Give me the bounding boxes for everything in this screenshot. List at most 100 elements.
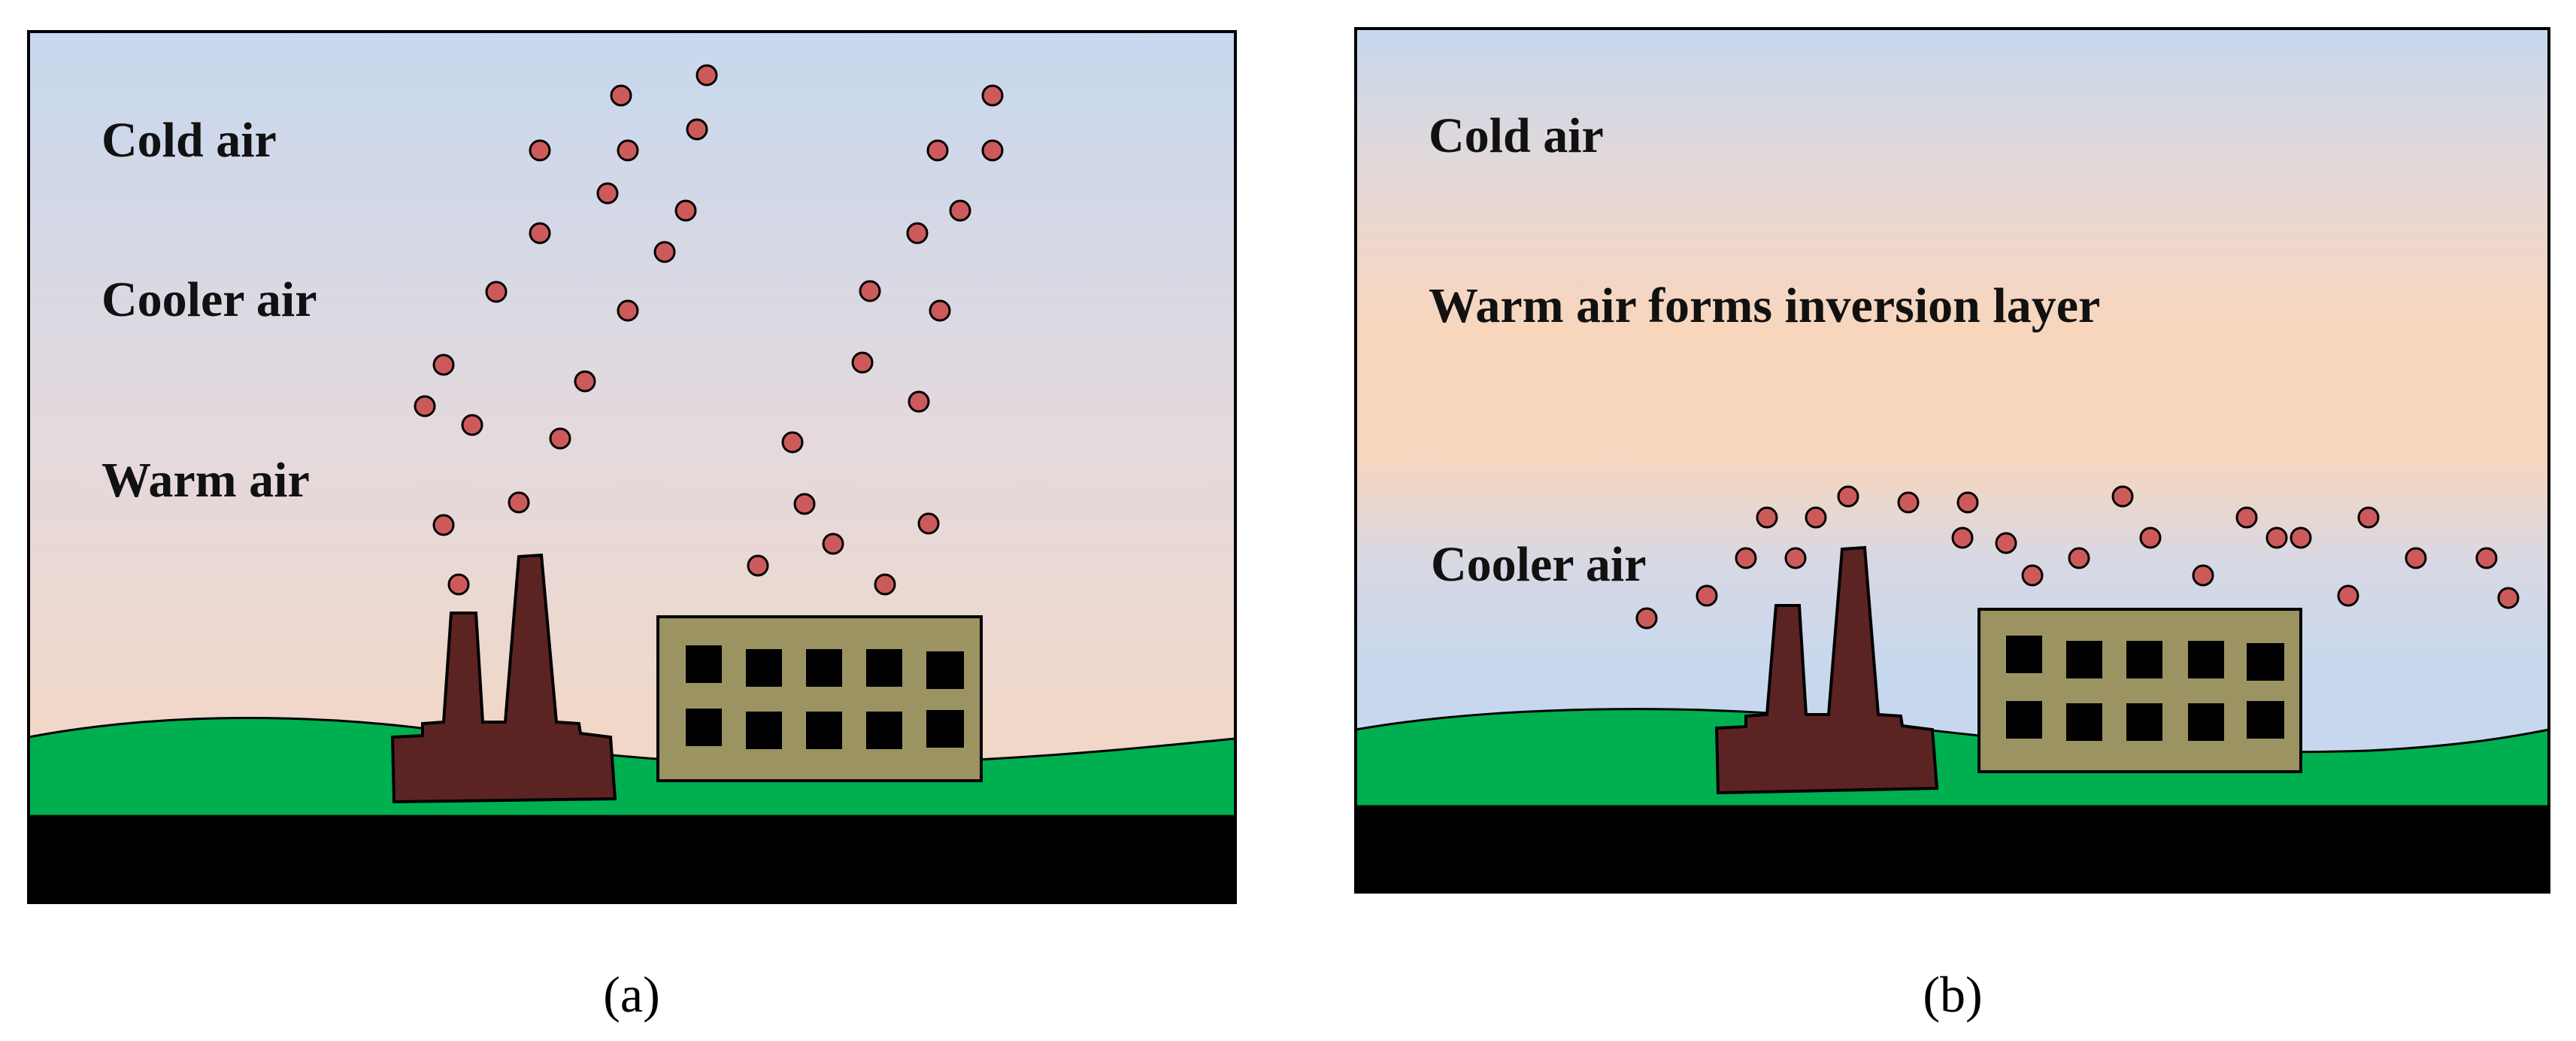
pollutant-particle [1756, 506, 1778, 529]
window [686, 709, 722, 746]
pollutant-particle [917, 512, 940, 535]
label-inversion-layer-b: Warm air forms inversion layer [1429, 278, 2100, 333]
pollutant-particle [2337, 584, 2359, 607]
window [2188, 703, 2224, 741]
pollutant-particle [2405, 547, 2427, 569]
pollutant-particle [1735, 547, 1757, 569]
pollutant-particle [529, 139, 551, 162]
label-warm-air-a: Warm air [102, 453, 310, 508]
pollutant-particle [674, 199, 697, 222]
pollutant-particle [793, 493, 816, 515]
pollutant-particle [2497, 587, 2520, 609]
base-strip-a [29, 816, 1235, 903]
window [2066, 703, 2102, 741]
panel-b: Cold air Warm air forms inversion layer … [1354, 27, 2550, 1023]
panel-a: Cold air Cooler air Warm air (a) [27, 30, 1237, 1023]
pollutant-particle [1805, 506, 1827, 529]
frame-a [27, 30, 1237, 904]
window [2247, 701, 2284, 739]
pollutant-particle [696, 64, 718, 86]
window [2126, 641, 2162, 678]
window [2188, 641, 2224, 678]
pollutant-particle [414, 395, 436, 417]
pollutant-particle [1956, 491, 1979, 514]
frame-b [1354, 27, 2550, 894]
pollutant-particle [874, 573, 896, 596]
label-cooler-air-a: Cooler air [102, 272, 317, 327]
pollutant-particle [1995, 532, 2017, 554]
caption-a: (a) [603, 966, 659, 1023]
pollutant-particle [461, 414, 483, 436]
windows-a [686, 645, 964, 749]
pollutant-particle [2192, 564, 2214, 587]
pollutant-particle [2111, 485, 2134, 508]
window [866, 649, 902, 687]
windows-b [2006, 636, 2284, 741]
pollutant-particle [617, 139, 639, 162]
pollutant-particle [926, 139, 949, 162]
pollutant-particle [485, 281, 508, 303]
particles-b [1635, 485, 2520, 630]
pollutant-particle [747, 554, 769, 577]
pollutant-particle [822, 533, 844, 555]
pollutant-particle [1951, 527, 1974, 549]
pollutant-particle [851, 351, 874, 374]
base-strip-b [1356, 806, 2549, 892]
pollutant-particle [2139, 527, 2162, 549]
pollutant-particle [447, 573, 470, 596]
chimney-factory-b [1714, 545, 1939, 795]
window [806, 712, 842, 749]
window [2126, 703, 2162, 741]
window [746, 649, 782, 687]
window [926, 651, 964, 689]
window [866, 712, 902, 749]
pollutant-particle [1784, 547, 1807, 569]
pollutant-particle [1696, 584, 1718, 607]
window [2006, 636, 2042, 673]
window [686, 645, 722, 683]
window [806, 649, 842, 687]
pollutant-particle [2021, 564, 2044, 587]
pollutant-particle [2357, 506, 2380, 529]
window [2247, 643, 2284, 681]
pollutant-particle [2068, 547, 2090, 569]
pollutant-particle [781, 431, 804, 454]
particles-a [414, 64, 1004, 596]
pollutant-particle [549, 427, 571, 450]
pollutant-particle [2290, 527, 2312, 549]
pollutant-particle [2265, 527, 2288, 549]
building-b [1977, 608, 2302, 773]
pollutant-particle [906, 222, 929, 244]
pollutant-particle [1837, 485, 1859, 508]
label-cooler-air-b: Cooler air [1431, 537, 1647, 592]
pollutant-particle [529, 222, 551, 244]
chimney-factory-a [390, 553, 617, 804]
window [926, 710, 964, 748]
pollutant-particle [610, 84, 632, 107]
window [2006, 701, 2042, 739]
pollutant-particle [2235, 506, 2258, 529]
building-a [656, 615, 983, 782]
pollutant-particle [653, 241, 676, 263]
pollutant-particle [1635, 607, 1658, 630]
label-cold-air-a: Cold air [102, 113, 277, 168]
pollutant-particle [432, 354, 455, 376]
caption-b: (b) [1923, 966, 1982, 1023]
pollutant-particle [908, 390, 930, 413]
pollutant-particle [686, 118, 708, 141]
pollutant-particle [981, 84, 1004, 107]
pollutant-particle [981, 139, 1004, 162]
label-cold-air-b: Cold air [1429, 108, 1604, 163]
pollutant-particle [949, 199, 971, 222]
window [746, 712, 782, 749]
pollutant-particle [617, 299, 639, 322]
pollutant-particle [432, 514, 455, 536]
pollutant-particle [508, 491, 530, 514]
pollutant-particle [574, 370, 596, 393]
window [2066, 641, 2102, 678]
pollutant-particle [929, 299, 951, 322]
pollutant-particle [859, 280, 881, 302]
pollutant-particle [596, 182, 619, 205]
pollutant-particle [2475, 547, 2498, 569]
